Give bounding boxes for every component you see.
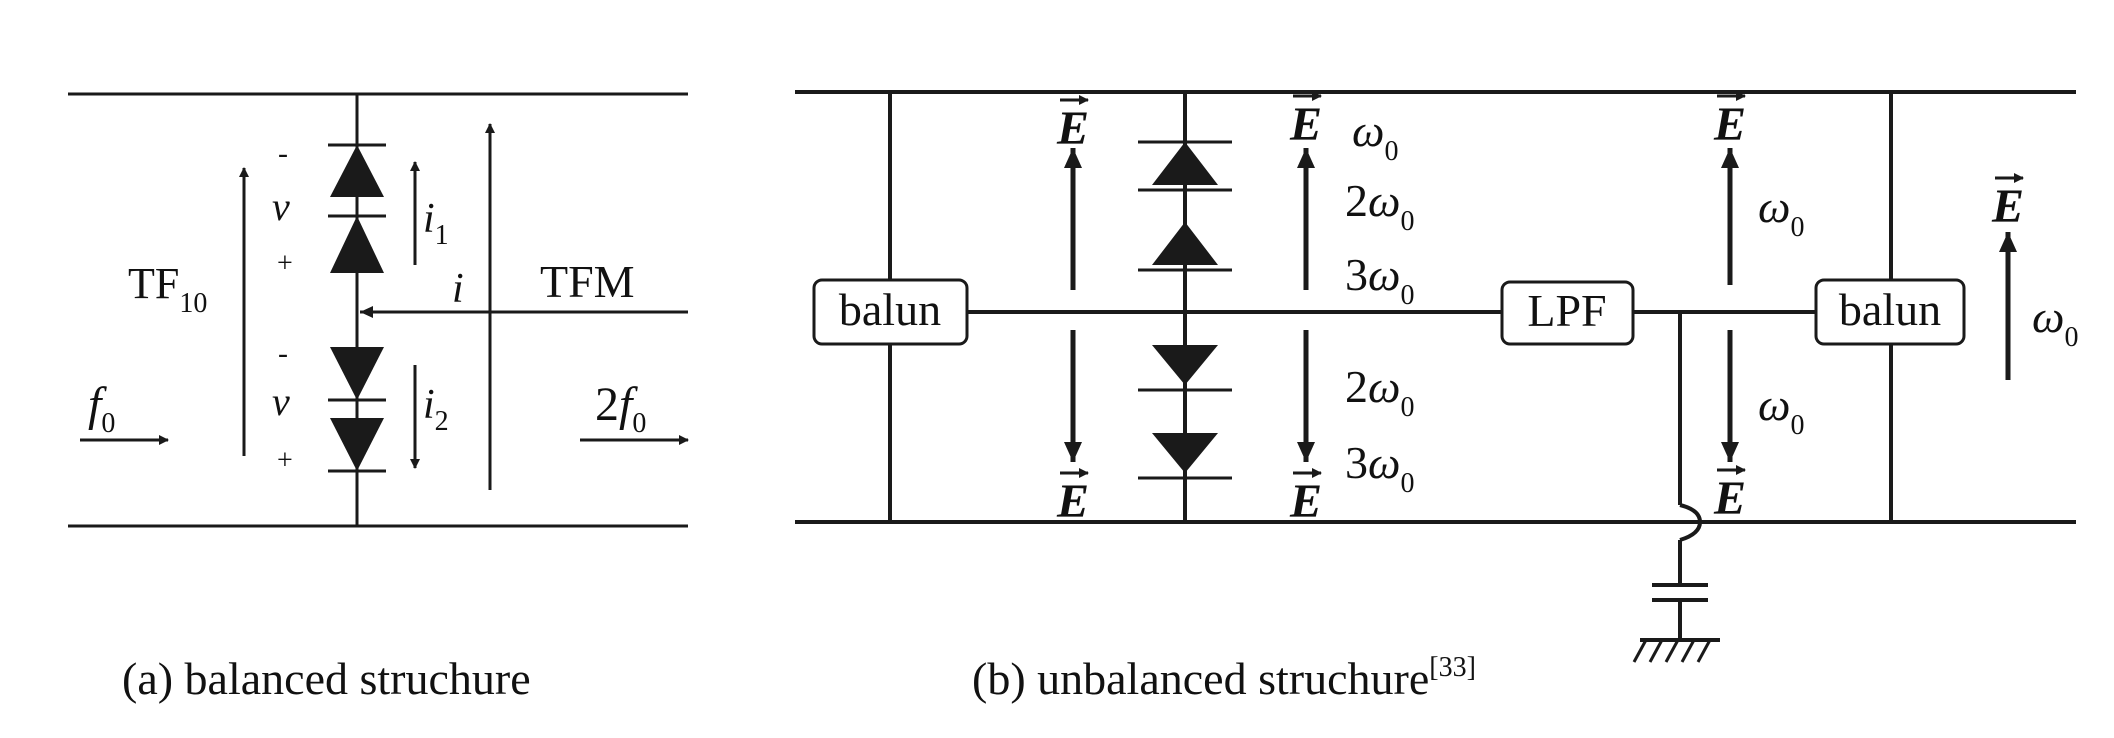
diode-stack-a	[328, 143, 386, 473]
e-label-6: E	[1713, 465, 1746, 525]
balun-right-label: balun	[1839, 284, 1941, 335]
panel-a: - v + - v + TF10 i1 i2 i TFM f0 2f0 (a) …	[68, 92, 689, 704]
plus-top: +	[277, 248, 293, 279]
e-label-4: E	[1289, 468, 1322, 528]
svg-text:E: E	[1991, 180, 2024, 233]
tf10-label: TF10	[128, 259, 207, 319]
diode-b4	[1152, 433, 1218, 473]
panel-b: balun LPF balun E E	[795, 90, 2078, 704]
svg-text:E: E	[1713, 98, 1746, 151]
diode-4	[330, 418, 384, 471]
diode-3	[330, 347, 384, 400]
2omega0-mid-bottom: 2ω0	[1345, 361, 1414, 423]
balun-right-box	[1814, 278, 1966, 346]
e-label-3: E	[1289, 91, 1322, 151]
i2-label: i2	[423, 382, 449, 437]
plus-bottom: +	[277, 445, 293, 476]
svg-text:E: E	[1056, 102, 1089, 155]
diode-b2	[1152, 222, 1218, 265]
balun-left-box	[812, 278, 969, 346]
3omega0-mid-top: 3ω0	[1345, 249, 1414, 311]
omega0-right-top: ω0	[1758, 181, 1804, 243]
e-label-5: E	[1713, 91, 1746, 151]
ground-hatch	[1632, 639, 1712, 663]
i1-label: i1	[423, 196, 449, 251]
omega0-far-right: ω0	[2032, 291, 2078, 353]
caption-b: (b) unbalanced struchure[33]	[972, 652, 1476, 704]
diode-stack-b	[1138, 140, 1232, 480]
diode-b3	[1152, 345, 1218, 385]
minus-bottom: -	[278, 337, 288, 370]
2omega0-mid-top: 2ω0	[1345, 175, 1414, 237]
i-label: i	[452, 266, 464, 312]
3omega0-mid-bottom: 3ω0	[1345, 437, 1414, 499]
ground-hop	[1679, 503, 1703, 542]
tfm-label: TFM	[540, 256, 635, 307]
lpf-box	[1500, 280, 1635, 346]
lpf-label: LPF	[1527, 285, 1606, 336]
e-label-7: E	[1991, 173, 2024, 233]
svg-text:E: E	[1289, 98, 1322, 151]
e-label-1: E	[1056, 95, 1089, 155]
f2-label: 2f0	[595, 378, 646, 439]
omega0-mid-top: ω0	[1352, 105, 1398, 167]
diode-b1	[1152, 142, 1218, 185]
svg-text:E: E	[1289, 475, 1322, 528]
diode-1	[330, 145, 384, 197]
svg-text:E: E	[1713, 472, 1746, 525]
v-bottom: v	[272, 379, 290, 424]
v-top: v	[272, 184, 290, 229]
balun-left-label: balun	[839, 284, 941, 335]
svg-text:E: E	[1056, 475, 1089, 528]
caption-a: (a) balanced struchure	[122, 653, 531, 704]
omega0-right-bottom: ω0	[1758, 379, 1804, 441]
diode-2	[330, 216, 384, 273]
e-label-2: E	[1056, 468, 1089, 528]
minus-top: -	[278, 137, 288, 170]
f0-label: f0	[88, 378, 115, 439]
